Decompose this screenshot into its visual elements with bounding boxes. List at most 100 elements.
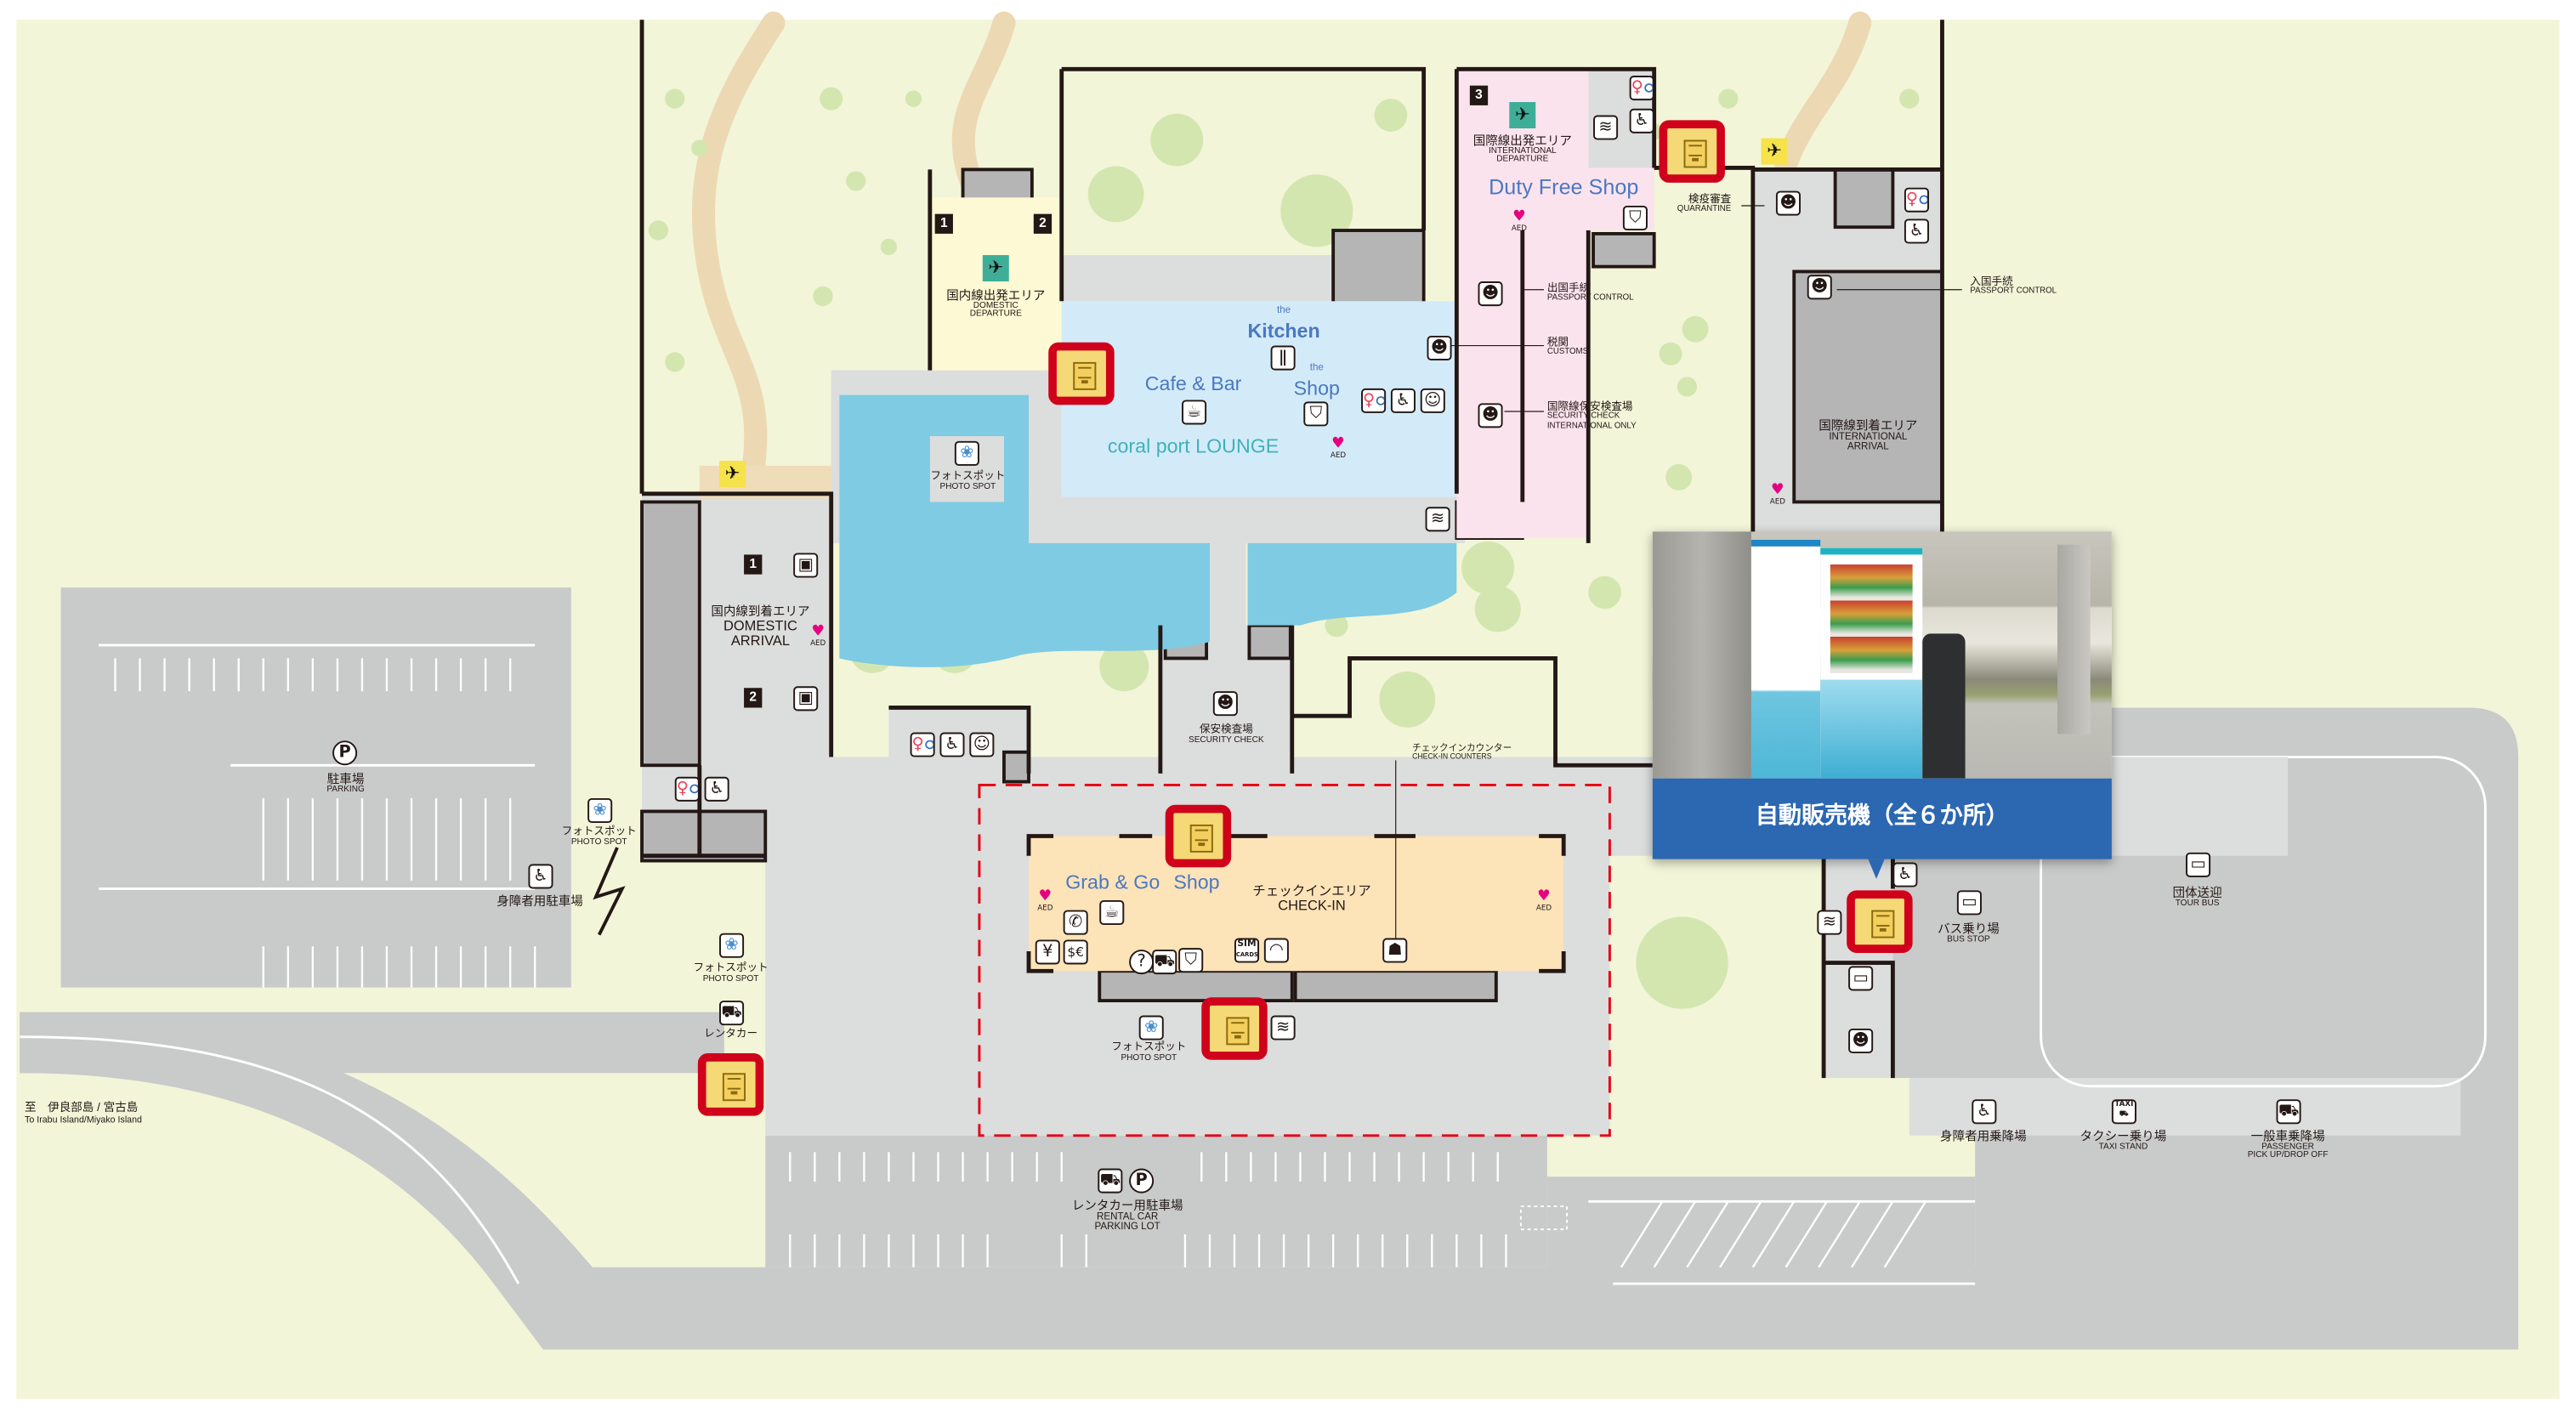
vending-machine-photo xyxy=(1652,531,2112,779)
wheelchair-icon: ♿ xyxy=(1629,108,1654,133)
restroom-icon: ♀♂ xyxy=(674,776,700,802)
security-officer-icon: ☻ xyxy=(1212,691,1238,717)
passenger-car-icon: ⛟ xyxy=(2276,1099,2301,1125)
accessible-pickup-label: 身障者用乗降場 xyxy=(1940,1129,2027,1144)
departure-plane-icon: ✈ xyxy=(982,255,1009,282)
smoking-area-icon: ≋ xyxy=(1270,1015,1296,1041)
photo-spot-icon: ❀ xyxy=(1138,1015,1164,1041)
wheelchair-icon: ♿ xyxy=(528,864,553,889)
checkin-shop-label: Shop xyxy=(1173,870,1220,894)
car-rental-icon: ⛟ xyxy=(1098,1168,1123,1194)
smoking-area-icon: ≋ xyxy=(1817,910,1842,935)
wheelchair-icon: ♿ xyxy=(1972,1099,1997,1125)
popup-pointer xyxy=(1868,859,1885,879)
shopping-bag-icon: ⛉ xyxy=(1303,401,1329,427)
vending-machine-marker[interactable] xyxy=(1201,997,1268,1060)
accessible-parking-label: 身障者用駐車場 xyxy=(496,893,583,909)
security-officer-icon: ☻ xyxy=(1478,403,1503,428)
aed-icon: ♥AED xyxy=(1330,436,1347,462)
car-rental-icon: ⛟ xyxy=(719,1001,745,1026)
vending-machine-marker[interactable] xyxy=(1048,342,1115,405)
aed-icon: ♥AED xyxy=(1535,888,1552,914)
vending-machine-icon xyxy=(1683,139,1707,168)
vending-machine-marker[interactable] xyxy=(1659,120,1725,183)
aed-icon: ♥AED xyxy=(1511,208,1528,234)
vending-machine-marker[interactable] xyxy=(1165,804,1232,868)
car-rental-label: レンタカー xyxy=(704,1029,758,1041)
photo-spot-icon: ❀ xyxy=(954,440,979,466)
officer-icon: ☻ xyxy=(1478,281,1503,307)
staff-icon: ☻ xyxy=(1848,1029,1874,1054)
baggage-icon: ▣ xyxy=(793,686,819,712)
parking-icon: P xyxy=(1129,1168,1155,1194)
officer-icon: ☻ xyxy=(1807,275,1832,300)
vending-machine-icon xyxy=(1226,1017,1250,1046)
information-icon: ? xyxy=(1129,950,1155,975)
baggage-belt-1: 1 xyxy=(744,554,763,575)
popup-title: 自動販売機（全６か所） xyxy=(1652,778,2112,859)
vending-machine-popup: 自動販売機（全６か所） xyxy=(1652,531,2112,879)
baggage-icon: ▣ xyxy=(793,553,819,578)
wheelchair-icon: ♿ xyxy=(704,776,729,802)
baby-care-icon: ☺ xyxy=(1420,388,1445,413)
aed-icon: ♥AED xyxy=(1769,482,1785,508)
vending-machine-marker[interactable] xyxy=(697,1053,764,1116)
parking-icon: P xyxy=(332,740,358,766)
wheelchair-icon: ♿ xyxy=(1904,218,1929,244)
gate-number-2: 2 xyxy=(1033,213,1053,234)
baby-care-icon: ☺ xyxy=(969,732,995,757)
wifi-rental-icon: ◠ xyxy=(1263,938,1289,963)
restroom-icon: ♀♂ xyxy=(1629,76,1654,101)
smoking-area-icon: ≋ xyxy=(1425,507,1450,532)
car-rental-icon: ⛟ xyxy=(1152,950,1177,975)
shopping-bag-icon: ⛉ xyxy=(1622,206,1648,231)
officer-icon: ☻ xyxy=(1427,335,1452,360)
gate-number-3: 3 xyxy=(1469,85,1489,105)
vending-machine-icon xyxy=(722,1073,746,1102)
checkin-counter-icon: ☗ xyxy=(1382,938,1408,963)
coffee-cup-icon: ☕ xyxy=(1182,400,1207,425)
gate-number-1: 1 xyxy=(934,213,953,234)
arrival-plane-icon: ✈ xyxy=(1761,138,1788,165)
cafe-bar-label: Cafe & Bar xyxy=(1144,371,1242,395)
vending-machine-icon xyxy=(1073,361,1097,390)
photo-spot-icon: ❀ xyxy=(719,933,745,958)
grab-and-go-label: Grab & Go xyxy=(1065,870,1160,894)
arrival-plane-icon: ✈ xyxy=(719,461,746,488)
tour-bus-icon: ▭ xyxy=(2186,852,2211,877)
vending-machine-icon xyxy=(1189,824,1213,853)
vending-machine-marker[interactable] xyxy=(1847,890,1913,953)
telephone-icon: ✆ xyxy=(1063,910,1088,935)
coffee-cup-icon: ☕ xyxy=(1099,899,1125,926)
bus-icon: ▭ xyxy=(1848,966,1874,991)
aed-icon: ♥AED xyxy=(810,623,826,649)
coral-port-lounge-label: coral port LOUNGE xyxy=(1107,434,1279,458)
restroom-icon: ♀♂ xyxy=(1361,388,1387,413)
shopping-bag-icon: ⛉ xyxy=(1178,948,1204,973)
baggage-belt-2: 2 xyxy=(744,688,763,708)
smoking-area-icon: ≋ xyxy=(1593,115,1619,140)
officer-icon: ☻ xyxy=(1775,190,1801,216)
